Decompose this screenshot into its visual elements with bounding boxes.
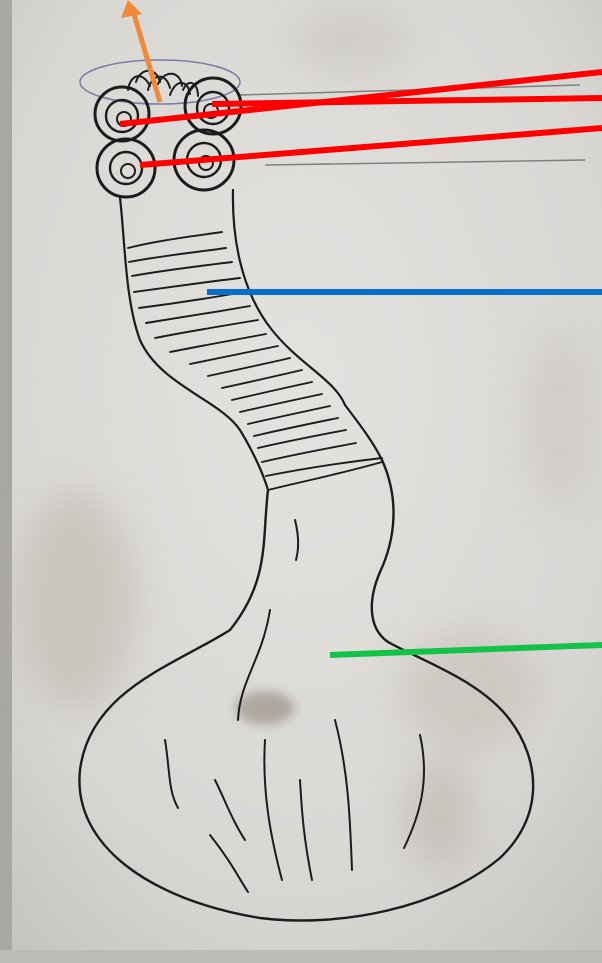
paper-shadow-left bbox=[0, 0, 12, 963]
paper-shadow-bottom bbox=[0, 950, 602, 963]
